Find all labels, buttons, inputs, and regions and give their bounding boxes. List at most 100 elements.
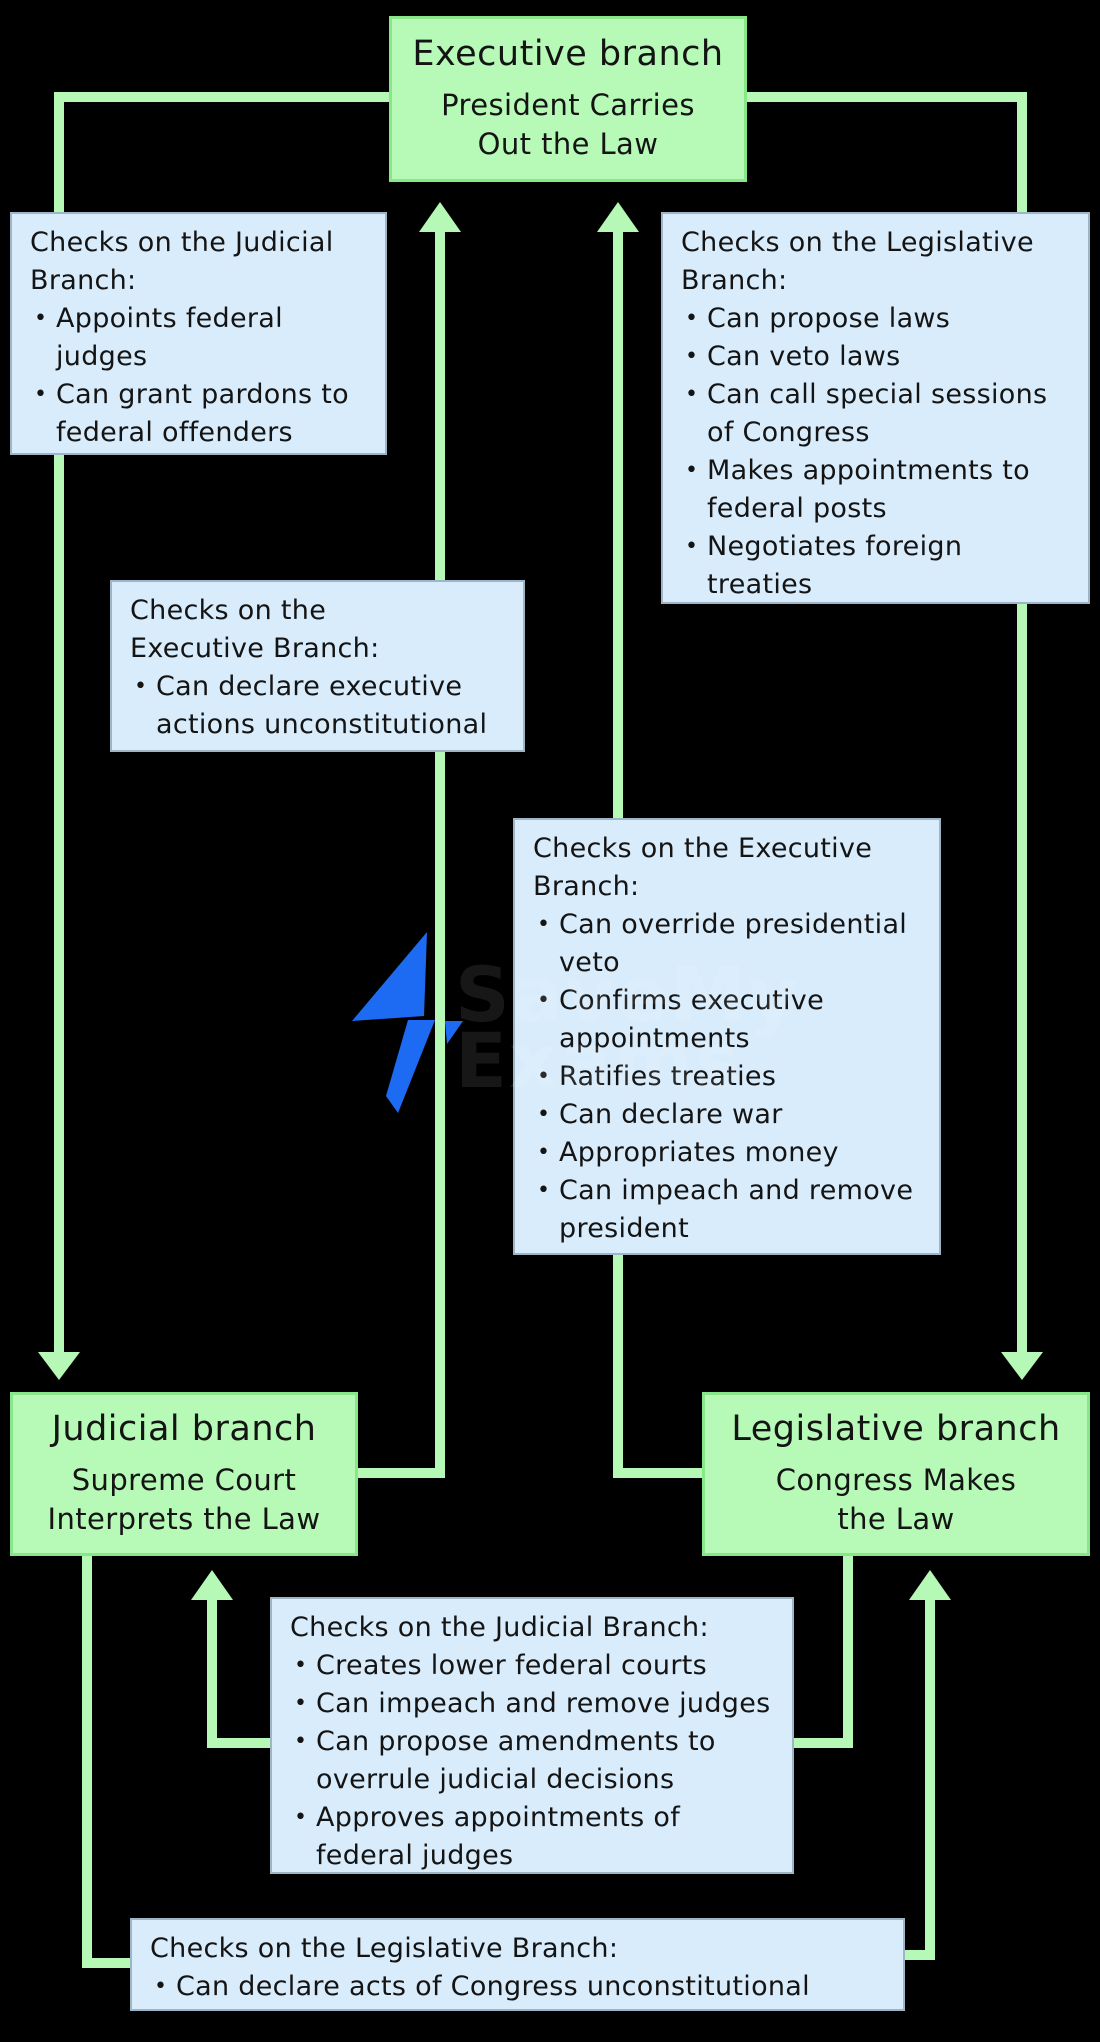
connector-legislative-to-judicial-checks-vertical bbox=[843, 1556, 853, 1748]
node-legislative-branch: Legislative branch Congress Makes the La… bbox=[702, 1392, 1090, 1556]
bullet-dot bbox=[681, 300, 707, 338]
bullet-item: Appoints federal judges bbox=[30, 300, 377, 376]
bullet-item: Can grant pardons to federal offenders bbox=[30, 376, 377, 452]
bullet-text: Can declare war bbox=[559, 1099, 783, 1130]
bullet-text: Can veto laws bbox=[707, 341, 901, 372]
check-box-title: Checks on the Executive Branch: bbox=[533, 833, 873, 902]
bullet-item: Ratifies treaties bbox=[533, 1058, 931, 1096]
bullet-text: Can declare acts of Congress unconstitut… bbox=[176, 1971, 810, 2002]
bullet-dot bbox=[681, 376, 707, 414]
bullet-item: Appropriates money bbox=[533, 1134, 931, 1172]
arrow-judicial-to-executive-bottom-segment bbox=[358, 1468, 445, 1478]
bullet-text: Approves appointments of federal judges bbox=[316, 1802, 681, 1871]
bullet-dot bbox=[150, 1968, 176, 2006]
bullet-item: Creates lower federal courts bbox=[290, 1647, 784, 1685]
bullet-item: Makes appointments to federal posts bbox=[681, 452, 1080, 528]
bullet-text: Ratifies treaties bbox=[559, 1061, 777, 1092]
arrow-judicial-to-executive-head bbox=[419, 202, 461, 232]
bullet-text: Appropriates money bbox=[559, 1137, 839, 1168]
check-box-legislative-on-executive: Checks on the Executive Branch: Can over… bbox=[513, 818, 941, 1255]
check-box-title: Checks on the Legislative Branch: bbox=[681, 227, 1034, 296]
arrow-judicial-to-executive-shaft bbox=[435, 230, 445, 1478]
arrow-executive-to-judicial-head bbox=[38, 1352, 80, 1380]
arrow-executive-to-legislative-head bbox=[1001, 1352, 1043, 1380]
executive-branch-title: Executive branch bbox=[412, 34, 724, 74]
check-box-title: Checks on the Executive Branch: bbox=[130, 595, 380, 664]
bullet-dot bbox=[681, 338, 707, 376]
bullet-text: Can grant pardons to federal offenders bbox=[56, 379, 349, 448]
bullet-item: Confirms executive appointments bbox=[533, 982, 931, 1058]
check-box-judicial-on-legislative: Checks on the Legislative Branch: Can de… bbox=[130, 1918, 905, 2011]
arrow-executive-to-legislative-top-segment bbox=[747, 92, 1027, 102]
arrow-checks-to-judicial-horizontal bbox=[207, 1738, 270, 1748]
check-box-title: Checks on the Judicial Branch: bbox=[290, 1612, 709, 1643]
arrow-legislative-to-executive-head bbox=[597, 202, 639, 232]
arrow-checks-to-legislative-horizontal bbox=[905, 1950, 935, 1960]
node-judicial-branch: Judicial branch Supreme Court Interprets… bbox=[10, 1392, 358, 1556]
arrow-legislative-to-executive-bottom-segment bbox=[623, 1468, 702, 1478]
arrow-checks-to-judicial-head bbox=[191, 1570, 233, 1600]
bullet-text: Confirms executive appointments bbox=[559, 985, 824, 1054]
check-box-executive-on-legislative: Checks on the Legislative Branch: Can pr… bbox=[661, 212, 1090, 604]
bullet-dot bbox=[290, 1799, 316, 1837]
bullet-text: Can propose amendments to overrule judic… bbox=[316, 1726, 716, 1795]
check-box-title: Checks on the Judicial Branch: bbox=[30, 227, 334, 296]
judicial-branch-title: Judicial branch bbox=[51, 1409, 317, 1449]
bullet-dot bbox=[533, 1096, 559, 1134]
arrow-checks-to-judicial-shaft bbox=[207, 1598, 217, 1748]
bullet-dot bbox=[30, 376, 56, 414]
bullet-item: Can declare war bbox=[533, 1096, 931, 1134]
connector-legislative-to-judicial-checks-horizontal bbox=[794, 1738, 853, 1748]
bullet-dot bbox=[681, 452, 707, 490]
bullet-text: Can impeach and remove judges bbox=[316, 1688, 771, 1719]
legislative-branch-subtitle: Congress Makes the Law bbox=[775, 1463, 1017, 1536]
arrow-executive-to-judicial-top-segment bbox=[59, 92, 389, 102]
node-executive-branch: Executive branch President Carries Out t… bbox=[389, 16, 747, 182]
legislative-branch-title: Legislative branch bbox=[731, 1409, 1061, 1449]
bullet-item: Can declare executive actions unconstitu… bbox=[130, 668, 515, 744]
lightning-bolt-icon bbox=[350, 928, 465, 1113]
arrow-executive-to-legislative-shaft bbox=[1017, 92, 1027, 1354]
check-box-legislative-on-judicial: Checks on the Judicial Branch: Creates l… bbox=[270, 1597, 794, 1874]
arrow-checks-to-legislative-shaft bbox=[925, 1598, 935, 1960]
bullet-item: Can propose amendments to overrule judic… bbox=[290, 1723, 784, 1799]
bullet-dot bbox=[290, 1723, 316, 1761]
bullet-item: Can impeach and remove judges bbox=[290, 1685, 784, 1723]
bullet-item: Can impeach and remove president bbox=[533, 1172, 931, 1248]
arrow-checks-to-legislative-head bbox=[909, 1570, 951, 1600]
bullet-dot bbox=[681, 528, 707, 566]
connector-judicial-to-legislative-checks-vertical bbox=[82, 1556, 92, 1968]
connector-judicial-to-legislative-checks-horizontal bbox=[82, 1958, 130, 1968]
bullet-text: Appoints federal judges bbox=[56, 303, 283, 372]
bullet-item: Can propose laws bbox=[681, 300, 1080, 338]
bullet-item: Can call special sessions of Congress bbox=[681, 376, 1080, 452]
bullet-item: Negotiates foreign treaties bbox=[681, 528, 1080, 604]
check-box-judicial-on-executive: Checks on the Executive Branch: Can decl… bbox=[110, 580, 525, 752]
bullet-dot bbox=[533, 906, 559, 944]
bullet-dot bbox=[533, 1172, 559, 1210]
bullet-dot bbox=[130, 668, 156, 706]
bullet-dot bbox=[533, 1058, 559, 1096]
bullet-item: Can veto laws bbox=[681, 338, 1080, 376]
bullet-text: Can propose laws bbox=[707, 303, 951, 334]
check-box-executive-on-judicial: Checks on the Judicial Branch: Appoints … bbox=[10, 212, 387, 455]
bullet-dot bbox=[533, 982, 559, 1020]
bullet-dot bbox=[533, 1134, 559, 1172]
bullet-text: Can impeach and remove president bbox=[559, 1175, 914, 1244]
bullet-text: Negotiates foreign treaties bbox=[707, 531, 963, 600]
bullet-text: Makes appointments to federal posts bbox=[707, 455, 1030, 524]
bullet-dot bbox=[290, 1685, 316, 1723]
check-box-title: Checks on the Legislative Branch: bbox=[150, 1933, 619, 1964]
bullet-item: Approves appointments of federal judges bbox=[290, 1799, 784, 1875]
bullet-text: Can call special sessions of Congress bbox=[707, 379, 1048, 448]
bullet-dot bbox=[290, 1647, 316, 1685]
arrow-executive-to-judicial-shaft bbox=[54, 92, 64, 1354]
judicial-branch-subtitle: Supreme Court Interprets the Law bbox=[47, 1463, 321, 1536]
executive-branch-subtitle: President Carries Out the Law bbox=[441, 88, 695, 161]
bullet-text: Can declare executive actions unconstitu… bbox=[156, 671, 488, 740]
bullet-item: Can override presidential veto bbox=[533, 906, 931, 982]
bullet-text: Creates lower federal courts bbox=[316, 1650, 707, 1681]
bullet-dot bbox=[30, 300, 56, 338]
bullet-item: Can declare acts of Congress unconstitut… bbox=[150, 1968, 895, 2006]
